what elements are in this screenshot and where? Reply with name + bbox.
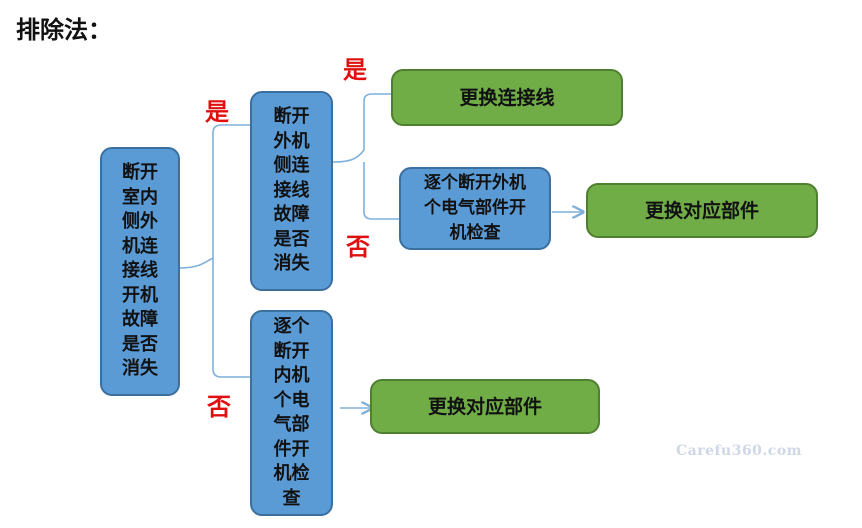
label-no-bottom: 否: [207, 393, 231, 421]
node-check-indoor-parts: 逐个断开内机个电气部件开机检查: [250, 310, 333, 516]
connector-root-branch: [179, 124, 250, 378]
node-check-indoor-parts-text: 逐个断开内机个电气部件开机检查: [273, 316, 310, 509]
node-replace-part-outdoor-text: 更换对应部件: [644, 199, 759, 222]
label-yes-left: 是: [205, 98, 229, 126]
page-title: 排除法：: [16, 16, 112, 44]
node-root: 断开室内侧外机连接线开机故障是否消失: [100, 147, 180, 396]
node-check-outdoor-parts: 逐个断开外机个电气部件开机检查: [399, 167, 551, 250]
node-check-outdoor-text: 断开外机侧连接线故障是否消失: [273, 106, 310, 275]
node-root-text: 断开室内侧外机连接线开机故障是否消失: [122, 162, 158, 380]
node-replace-part-indoor-text: 更换对应部件: [427, 395, 542, 418]
node-replace-cable: 更换连接线: [391, 69, 623, 126]
label-yes-top: 是: [343, 56, 367, 84]
node-replace-part-indoor: 更换对应部件: [370, 379, 600, 434]
connector-outdoor-branch: [332, 93, 400, 220]
node-replace-part-outdoor: 更换对应部件: [586, 183, 818, 238]
node-check-outdoor-parts-text: 逐个断开外机个电气部件开机检查: [424, 173, 526, 243]
label-no-mid: 否: [346, 233, 370, 261]
watermark: Carefu360.com: [676, 443, 802, 459]
node-replace-cable-text: 更换连接线: [459, 86, 555, 109]
node-check-outdoor: 断开外机侧连接线故障是否消失: [250, 91, 333, 291]
